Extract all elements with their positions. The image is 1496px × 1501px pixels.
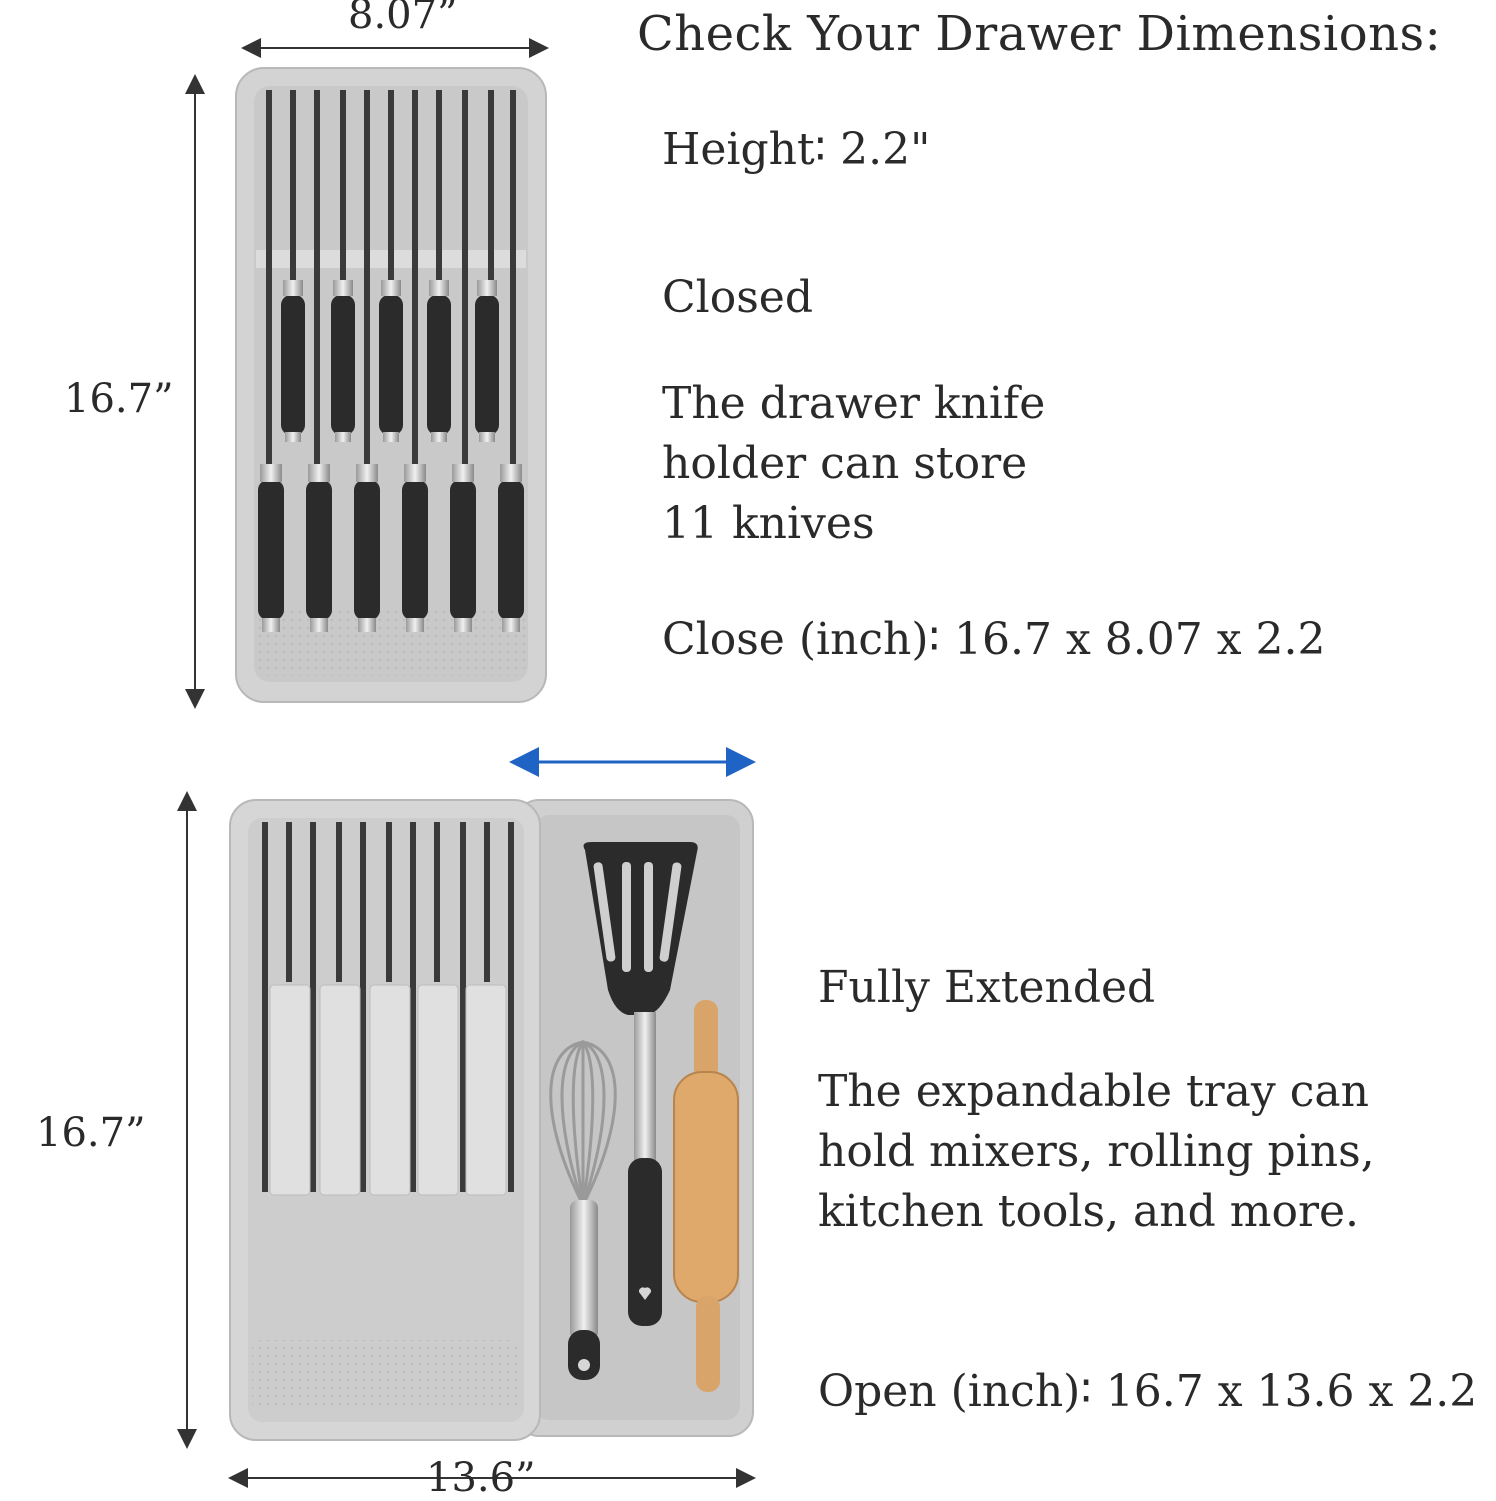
extended-description-line: The expandable tray can <box>818 1066 1369 1117</box>
upper-knife-handles <box>281 280 499 442</box>
closed-description-line: 11 knives <box>662 498 875 549</box>
extended-tray <box>229 799 754 1441</box>
extended-label: Fully Extended <box>818 962 1156 1013</box>
closed-description-line: holder can store <box>662 438 1028 489</box>
spatula <box>583 842 698 1326</box>
extended-size-line: Open (inch)∶ 16.7 x 13.6 x 2.2 <box>818 1366 1478 1417</box>
closed-size-line: Close (inch)∶ 16.7 x 8.07 x 2.2 <box>662 614 1326 665</box>
top-width-label: 8.07” <box>348 0 458 38</box>
height-line: Height∶ 2.2" <box>662 124 931 175</box>
bottom-height-label: 16.7” <box>36 1110 146 1156</box>
closed-description-line: The drawer knife <box>662 378 1046 429</box>
lower-knife-handles <box>258 464 524 632</box>
extended-description-line: hold mixers, rolling pins, <box>818 1126 1375 1177</box>
top-height-label: 16.7” <box>64 376 174 422</box>
extended-description-line: kitchen tools, and more. <box>818 1186 1360 1237</box>
whisk <box>549 1039 617 1206</box>
page-title: Check Your Drawer Dimensions: <box>637 6 1442 62</box>
bottom-width-label: 13.6” <box>426 1455 536 1501</box>
closed-label: Closed <box>662 272 814 323</box>
closed-tray <box>235 67 547 703</box>
rolling-pin <box>673 1000 739 1392</box>
